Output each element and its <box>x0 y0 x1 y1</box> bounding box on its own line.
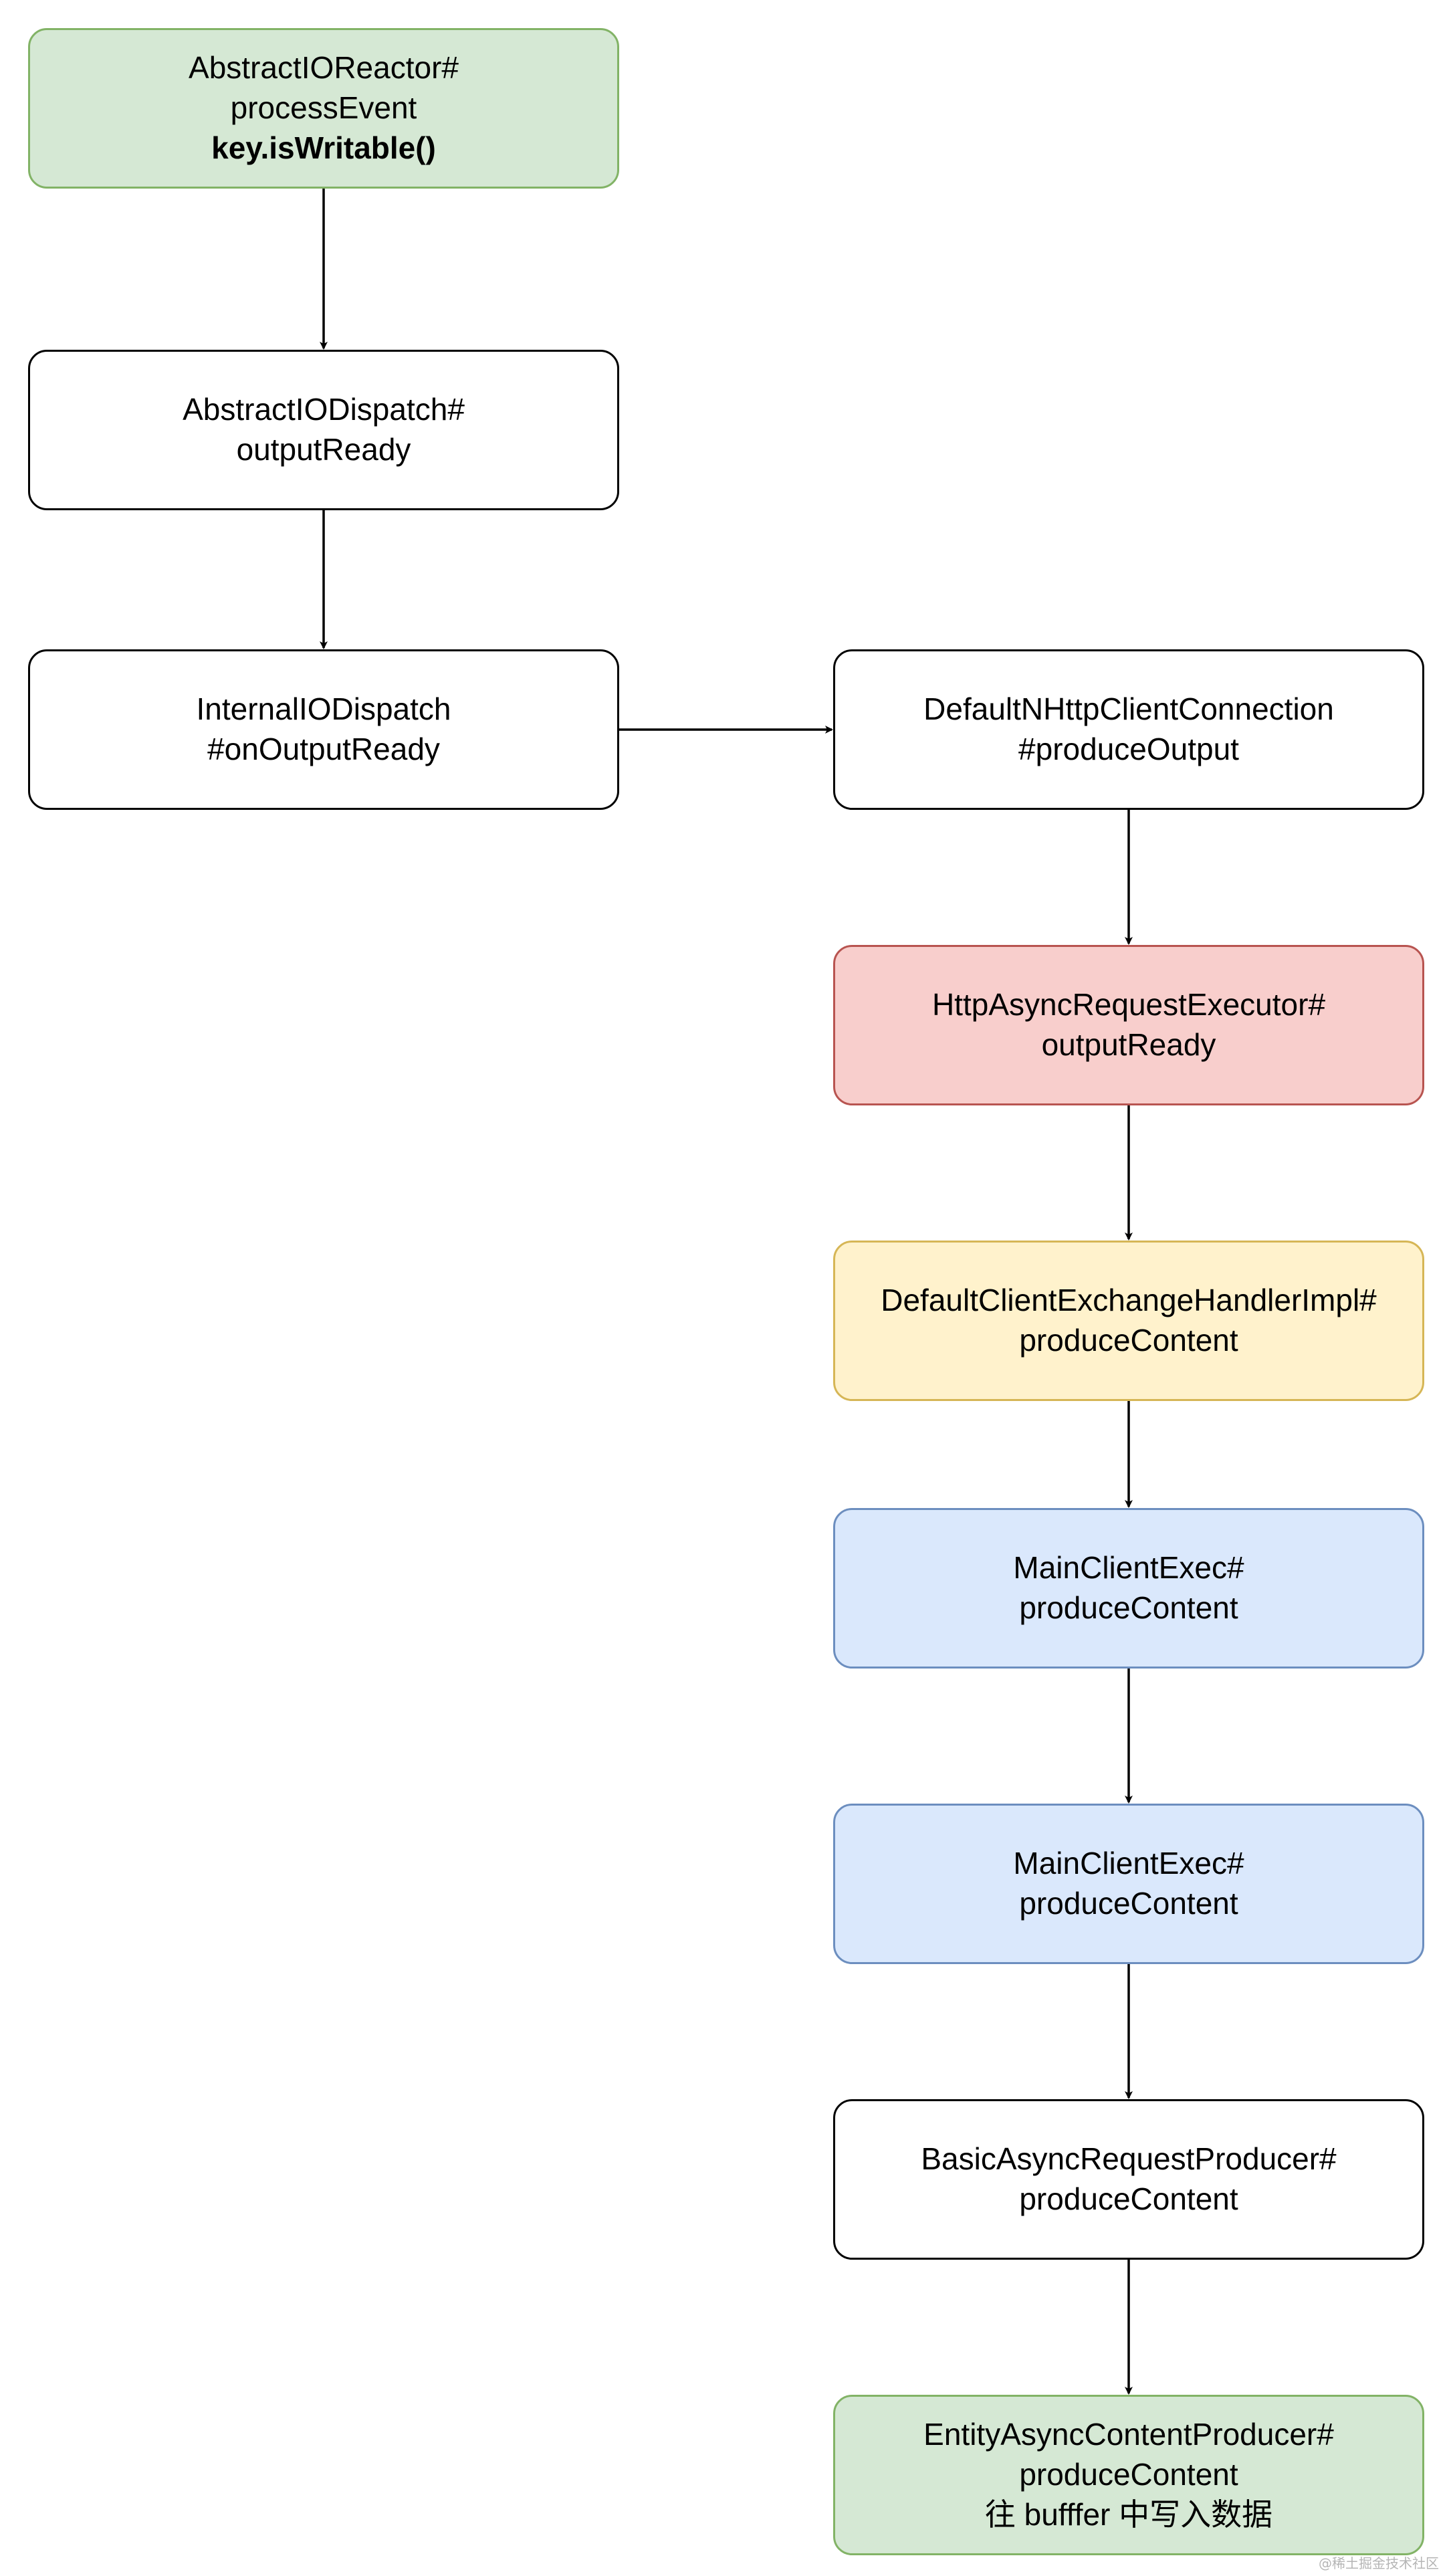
node-line: #produceOutput <box>1018 732 1239 766</box>
node-line: produceContent <box>1019 1886 1238 1921</box>
node-line: produceContent <box>1019 1590 1238 1625</box>
watermark: @稀土掘金技术社区 <box>1319 2555 1439 2571</box>
node-line: 往 bufffer 中写入数据 <box>984 2496 1273 2532</box>
node-line-bold: key.isWritable() <box>211 130 436 165</box>
node-basic-async-request-producer: BasicAsyncRequestProducer# produceConten… <box>833 2099 1424 2260</box>
node-internal-io-dispatch: InternalIODispatch #onOutputReady <box>28 649 619 810</box>
node-line: outputReady <box>1041 1027 1216 1062</box>
node-line: BasicAsyncRequestProducer# <box>921 2141 1337 2177</box>
node-abstract-io-reactor: AbstractIOReactor# processEvent key.isWr… <box>28 28 619 189</box>
node-line: produceContent <box>1019 2181 1238 2216</box>
node-line: #onOutputReady <box>207 732 440 766</box>
node-line: produceContent <box>1019 1323 1238 1358</box>
node-line: AbstractIODispatch# <box>183 392 465 427</box>
node-line: EntityAsyncContentProducer# <box>923 2417 1334 2452</box>
node-main-client-exec-2: MainClientExec# produceContent <box>833 1804 1424 1964</box>
node-line: AbstractIOReactor# <box>189 50 459 86</box>
node-line: MainClientExec# <box>1013 1846 1244 1881</box>
node-line: MainClientExec# <box>1013 1550 1244 1586</box>
node-abstract-io-dispatch: AbstractIODispatch# outputReady <box>28 350 619 510</box>
node-line: DefaultNHttpClientConnection <box>923 691 1334 727</box>
node-main-client-exec-1: MainClientExec# produceContent <box>833 1508 1424 1669</box>
node-line: HttpAsyncRequestExecutor# <box>931 987 1326 1023</box>
node-line: processEvent <box>230 90 417 126</box>
node-default-nhttp-client-connection: DefaultNHttpClientConnection #produceOut… <box>833 649 1424 810</box>
node-line: outputReady <box>236 432 411 467</box>
node-line: DefaultClientExchangeHandlerImpl# <box>881 1283 1377 1318</box>
node-line: produceContent <box>1019 2457 1238 2492</box>
node-http-async-request-executor: HttpAsyncRequestExecutor# outputReady <box>833 945 1424 1105</box>
node-default-client-exchange-handler: DefaultClientExchangeHandlerImpl# produc… <box>833 1241 1424 1401</box>
node-entity-async-content-producer: EntityAsyncContentProducer# produceConte… <box>833 2395 1424 2555</box>
node-line: InternalIODispatch <box>196 691 451 727</box>
